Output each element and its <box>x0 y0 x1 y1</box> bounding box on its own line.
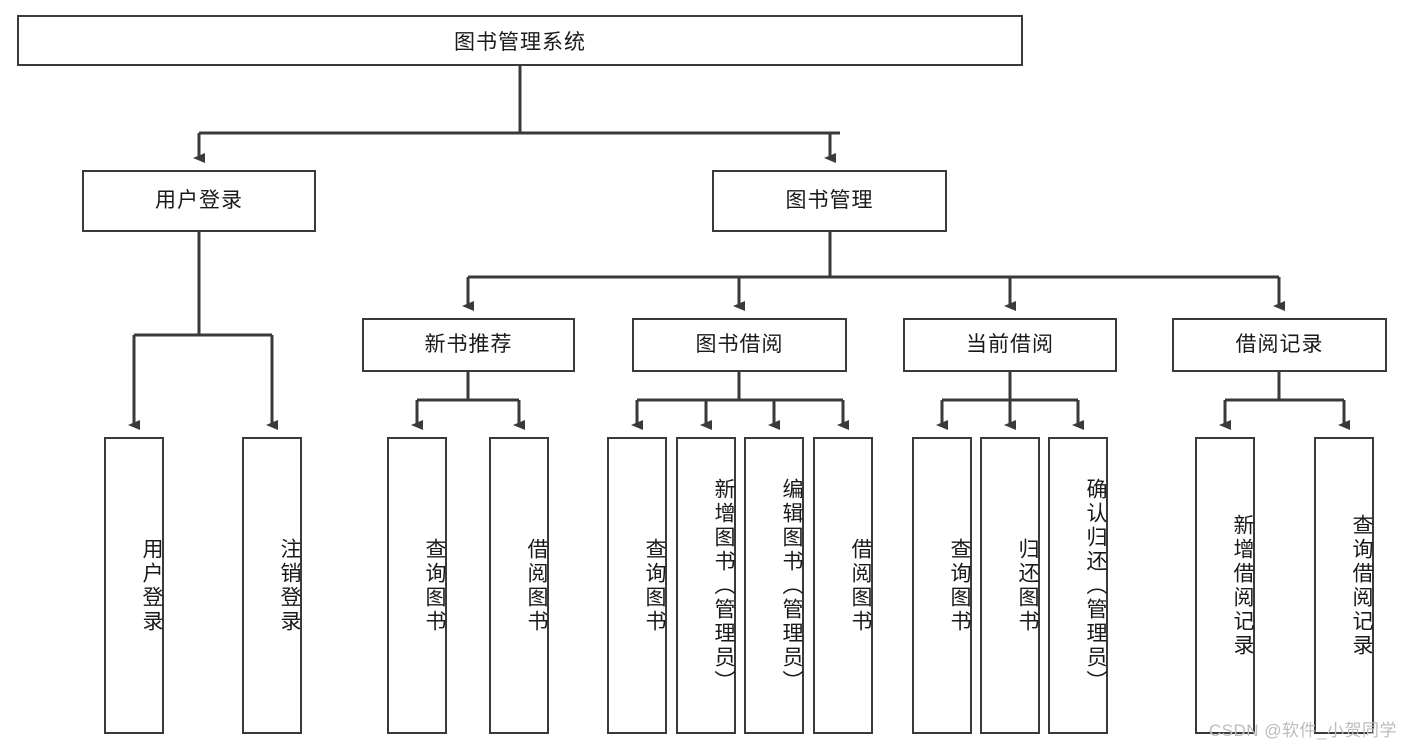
node-label: 查询图书 <box>423 537 446 634</box>
leaf-recommend-query-book[interactable]: 查询图书 <box>387 437 447 734</box>
leaf-record-add-record[interactable]: 新增借阅记录 <box>1195 437 1255 734</box>
node-label: 查询图书 <box>948 537 971 634</box>
watermark-text: CSDN @软件_小贺同学 <box>1208 721 1397 740</box>
node-label: 用户登录 <box>155 189 243 213</box>
node-label: 新增图书（管理员） <box>712 477 735 694</box>
node-label: 借阅图书 <box>525 537 548 634</box>
node-label: 图书借阅 <box>695 333 784 357</box>
leaf-current-confirm-return-admin[interactable]: 确认归还（管理员） <box>1048 437 1108 734</box>
leaf-borrow-borrow-book[interactable]: 借阅图书 <box>813 437 873 734</box>
node-book-borrow[interactable]: 图书借阅 <box>632 318 847 372</box>
node-label: 确认归还（管理员） <box>1084 477 1107 694</box>
node-label: 借阅记录 <box>1235 333 1324 357</box>
leaf-user-login-logout[interactable]: 注销登录 <box>242 437 302 734</box>
leaf-borrow-add-book-admin[interactable]: 新增图书（管理员） <box>676 437 736 734</box>
node-user-login[interactable]: 用户登录 <box>82 170 316 232</box>
node-current-borrow[interactable]: 当前借阅 <box>903 318 1117 372</box>
node-label: 编辑图书（管理员） <box>780 477 803 694</box>
leaf-recommend-borrow-book[interactable]: 借阅图书 <box>489 437 549 734</box>
leaf-user-login-login[interactable]: 用户登录 <box>104 437 164 734</box>
node-borrow-record[interactable]: 借阅记录 <box>1172 318 1387 372</box>
node-label: 当前借阅 <box>966 333 1054 357</box>
leaf-record-query-record[interactable]: 查询借阅记录 <box>1314 437 1374 734</box>
node-label: 新书推荐 <box>424 333 513 357</box>
node-label: 图书管理 <box>785 189 874 213</box>
leaf-borrow-query-book[interactable]: 查询图书 <box>607 437 667 734</box>
node-label: 查询图书 <box>643 537 666 634</box>
node-label: 新增借阅记录 <box>1231 513 1254 658</box>
node-new-book-recommend[interactable]: 新书推荐 <box>362 318 575 372</box>
node-label: 归还图书 <box>1016 537 1039 634</box>
node-label: 借阅图书 <box>849 537 872 634</box>
node-book-management[interactable]: 图书管理 <box>712 170 947 232</box>
node-label: 用户登录 <box>140 537 163 634</box>
node-label: 查询借阅记录 <box>1350 513 1373 658</box>
node-root-system[interactable]: 图书管理系统 <box>17 15 1023 66</box>
node-label: 注销登录 <box>278 537 301 634</box>
leaf-borrow-edit-book-admin[interactable]: 编辑图书（管理员） <box>744 437 804 734</box>
node-label: 图书管理系统 <box>454 30 586 54</box>
leaf-current-query-book[interactable]: 查询图书 <box>912 437 972 734</box>
leaf-current-return-book[interactable]: 归还图书 <box>980 437 1040 734</box>
